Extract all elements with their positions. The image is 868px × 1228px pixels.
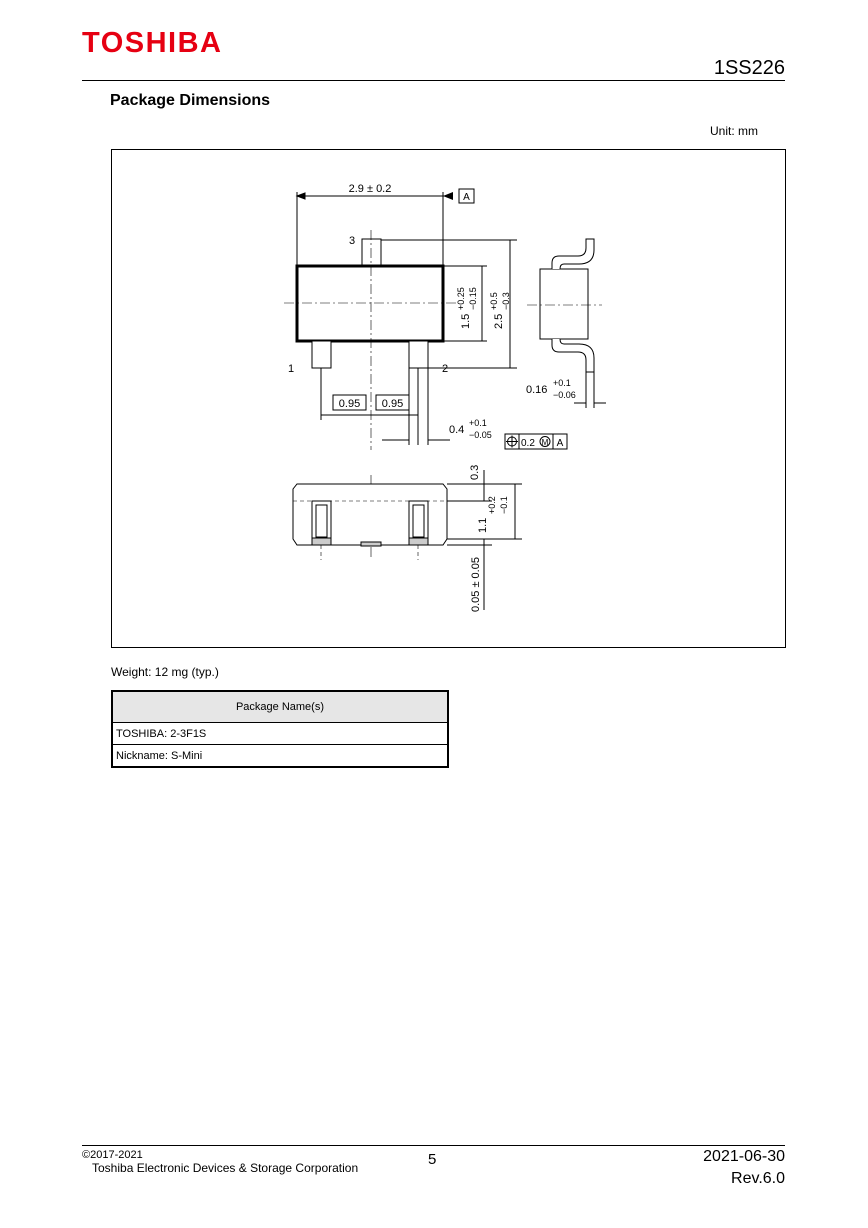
package-drawing-frame: A 2.9 ± 0.2 3 1 2 1.5 +0.25 xyxy=(111,149,786,648)
section-title: Package Dimensions xyxy=(110,92,271,109)
position-tolerance: 0.2 xyxy=(521,438,535,449)
position-datum: A xyxy=(557,438,564,449)
lead-width-tol-plus: +0.1 xyxy=(469,418,487,428)
body-height: 1.5 xyxy=(460,314,472,329)
body-height-tol-minus: −0.15 xyxy=(468,287,478,310)
mmc-modifier: M xyxy=(542,438,549,447)
weight-note: Weight: 12 mg (typ.) xyxy=(111,665,219,679)
side-height-tol-minus: −0.1 xyxy=(499,496,509,514)
part-number: 1SS226 xyxy=(713,57,785,79)
side-height-tol-plus: +0.2 xyxy=(487,496,497,514)
pin-1-label: 1 xyxy=(288,363,294,375)
pitch-left: 0.95 xyxy=(339,398,360,410)
lead-width-tol-minus: −0.05 xyxy=(469,430,492,440)
total-height: 2.5 xyxy=(493,314,505,329)
top-view: A 2.9 ± 0.2 3 1 2 1.5 +0.25 xyxy=(284,183,568,450)
side-height: 1.1 xyxy=(477,518,489,533)
lead-thickness-tol-plus: +0.1 xyxy=(553,378,571,388)
dim-width: 2.9 ± 0.2 xyxy=(349,183,392,195)
total-height-tol-minus: −0.3 xyxy=(501,292,511,310)
footer-company: Toshiba Electronic Devices & Storage Cor… xyxy=(92,1161,359,1175)
footer-copyright: ©2017-2021 xyxy=(82,1149,143,1161)
total-height-tol-plus: +0.5 xyxy=(489,292,499,310)
toshiba-logo: TOSHIBA xyxy=(82,27,223,59)
pin-3-label: 3 xyxy=(349,235,355,247)
page-number: 5 xyxy=(428,1151,437,1168)
package-name-table: Package Name(s) TOSHIBA: 2-3F1S Nickname… xyxy=(111,690,449,768)
package-table-header: Package Name(s) xyxy=(112,691,448,723)
body-height-tol-plus: +0.25 xyxy=(456,287,466,310)
lead-width: 0.4 xyxy=(449,424,464,436)
pin-2-label: 2 xyxy=(442,363,448,375)
top-gap: 0.3 xyxy=(469,465,481,480)
lead-thickness-tol-minus: −0.06 xyxy=(553,390,576,400)
side-view: 0.16 +0.1 −0.06 xyxy=(526,238,606,408)
datum-label: A xyxy=(463,192,470,203)
front-view: 0.3 1.1 +0.2 −0.1 0.05 ± 0.05 xyxy=(292,465,522,612)
pitch-right: 0.95 xyxy=(382,398,403,410)
unit-label: Unit: mm xyxy=(710,124,758,138)
package-table-row: Nickname: S-Mini xyxy=(112,744,448,767)
footer-date: 2021-06-30 xyxy=(703,1148,785,1165)
lead-thickness: 0.16 xyxy=(526,384,547,396)
package-table-row: TOSHIBA: 2-3F1S xyxy=(112,722,448,745)
footer-revision: Rev.6.0 xyxy=(731,1170,785,1187)
package-drawing: A 2.9 ± 0.2 3 1 2 1.5 +0.25 xyxy=(284,183,606,612)
footer-divider xyxy=(82,1145,785,1146)
header-divider xyxy=(82,80,785,81)
standoff: 0.05 ± 0.05 xyxy=(470,557,482,612)
